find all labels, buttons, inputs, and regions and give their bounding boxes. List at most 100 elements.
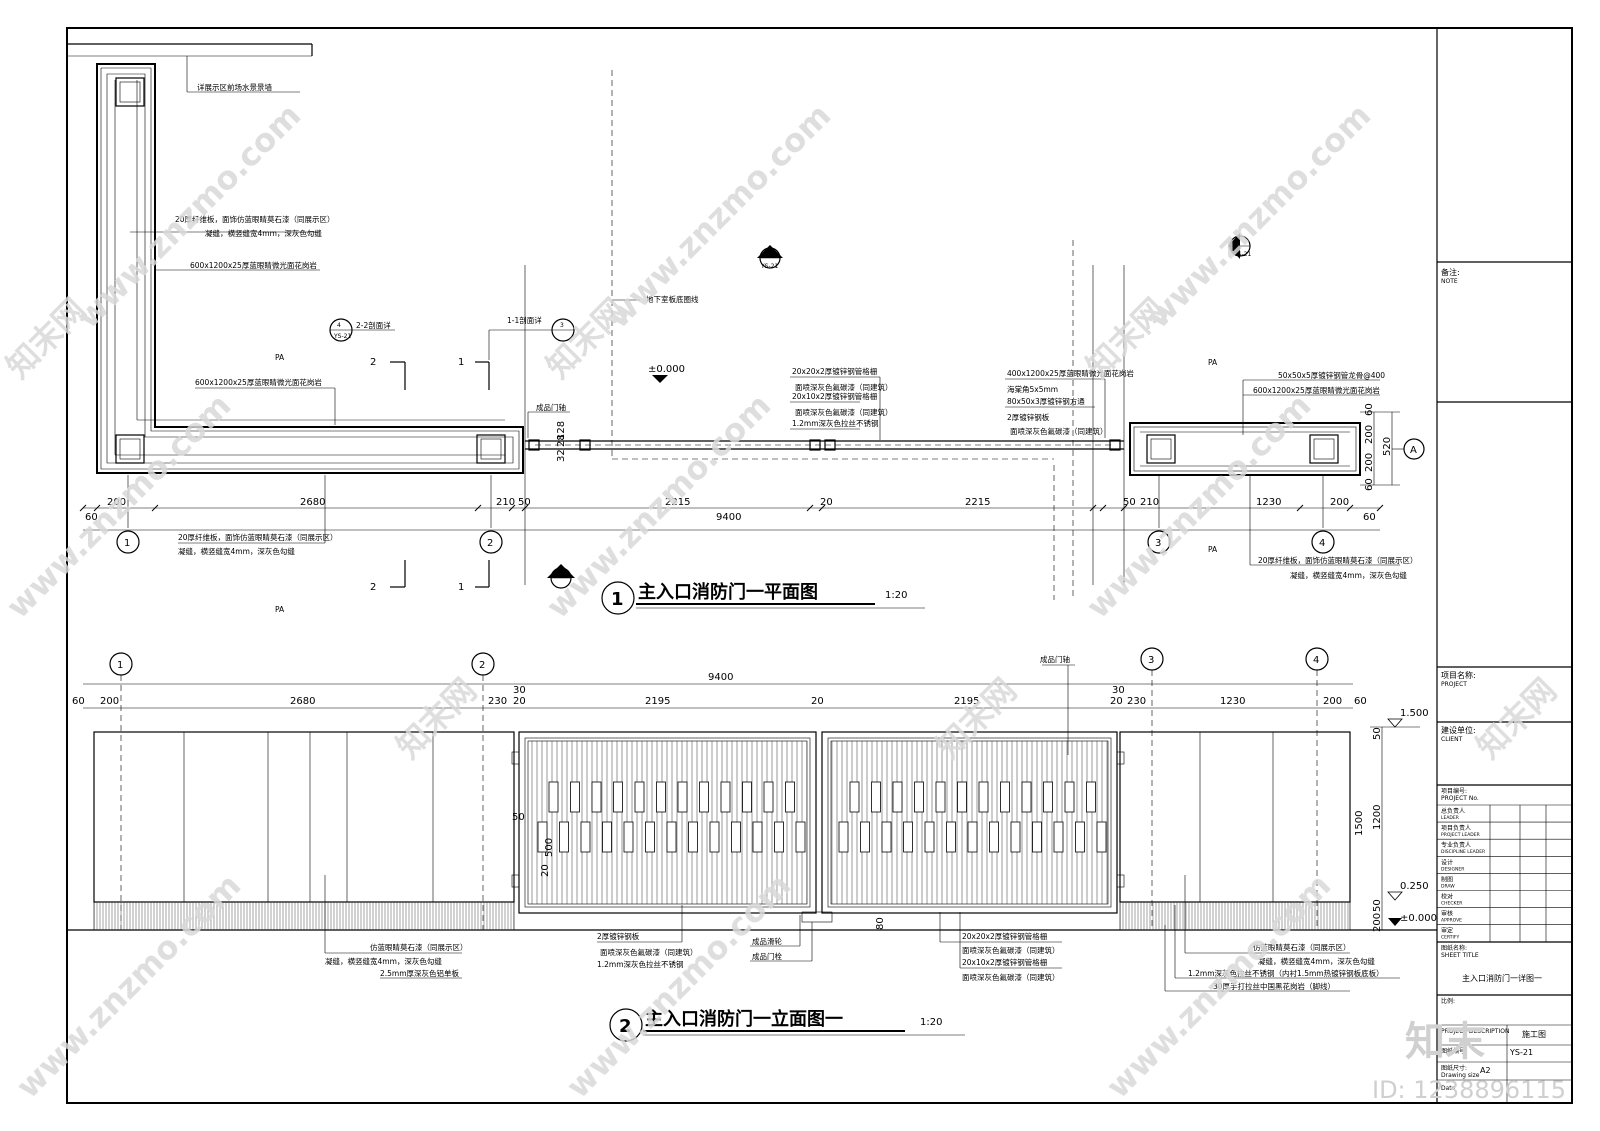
elev-dim-8: 2195	[954, 696, 979, 707]
wm-site-4: www.znzmo.com	[0, 386, 238, 625]
elev-rdim-2: 50	[1372, 899, 1383, 912]
elev-dim-14: 60	[1354, 696, 1367, 707]
plan-basement-label: 地下室板底圈线	[646, 294, 699, 304]
plan-axis-1: 1	[124, 538, 130, 549]
gate-panel-block	[570, 781, 580, 813]
tb-row-cn: 设计	[1441, 858, 1453, 866]
plan-note-1: 20厚纤维板，面饰仿蓝眼睛莫石漆（同展示区）	[175, 214, 335, 224]
elev-mid-note-4: 成品滑轮	[752, 936, 782, 946]
section-22-label: 2-2剖面详	[356, 320, 391, 330]
gate-panel-block	[1043, 781, 1053, 813]
elev-rdim-3: 200	[1372, 913, 1383, 932]
gate-panel-block	[914, 781, 924, 813]
gate-panel-block	[785, 781, 795, 813]
tb-date: Date	[1441, 1085, 1456, 1092]
plan-dim-9: 210	[1140, 497, 1159, 508]
plan-pa-3: PA	[1208, 545, 1218, 554]
tb-row-cn: 制图	[1441, 875, 1453, 883]
dim-tick	[806, 504, 814, 512]
gate-panel-block	[1075, 821, 1085, 853]
dim-tick	[151, 504, 159, 512]
plan-pa-2: PA	[1208, 358, 1218, 367]
plan-rr-note-2: 600x1200x25厚蓝眼睛微光面花岗岩	[1253, 385, 1380, 395]
plan-dim-10: 1230	[1256, 497, 1281, 508]
tb-sheet-no-label: 图纸编号:	[1441, 1047, 1467, 1055]
elev-dim-11: 230	[1127, 696, 1146, 707]
gate-panel-block	[688, 821, 698, 853]
plan-bottom-note-2b: 凝缝，横竖缝宽4mm，深灰色勾缝	[1290, 570, 1407, 580]
elev-right-note-3: 1.2mm深灰色拉丝不锈钢（内衬1.5mm热镀锌钢板底板）	[1188, 968, 1384, 978]
plan-gate-note-1: 20x20x2厚镀锌钢管格栅	[792, 366, 878, 376]
tb-row-cn: 总负责人	[1441, 807, 1465, 815]
ref-2-right: YS-21	[1233, 251, 1251, 258]
elev-level-1: 1.500	[1400, 708, 1429, 719]
tb-projno-en: PROJECT No.	[1441, 795, 1479, 802]
plan-gate-note-4: 面喷深灰色氟碳漆（同建筑）	[795, 407, 893, 417]
elev-dim-7: 20	[811, 696, 824, 707]
dim-tick	[1089, 504, 1097, 512]
plan-dim-5: 2215	[665, 497, 690, 508]
gate-panel-block	[634, 781, 645, 813]
plan-dim-0: 60	[85, 512, 98, 523]
gate-panel-block	[1000, 781, 1010, 813]
gate-panel-block	[677, 781, 688, 813]
gate-panel-block	[881, 821, 892, 853]
gate-panel-block	[752, 821, 763, 853]
gate-panel-block	[1021, 781, 1032, 813]
plan-right-note-1: 400x1200x25厚蓝眼睛微光面花岗岩	[1007, 368, 1134, 378]
elev-dim-12: 1230	[1220, 696, 1245, 707]
gate-panel-block	[978, 781, 989, 813]
tb-row-cn: 专业负责人	[1441, 841, 1471, 849]
section-mark-1-top: 1	[458, 357, 464, 368]
title-block: 备注: NOTE 项目名称: PROJECT 建设单位: CLIENT 项目编号…	[1437, 261, 1572, 1103]
plan-pa-1: PA	[275, 353, 285, 362]
elev-left-note-3: 2.5mm厚深灰色铝单板	[380, 968, 460, 978]
tb-row-cn: 项目负责人	[1441, 824, 1471, 832]
elev-right-note-2: 凝缝，横竖缝宽4mm，深灰色勾缝	[1258, 956, 1375, 966]
dim-tick	[1099, 504, 1107, 512]
plan-scale: 1:20	[885, 590, 907, 601]
plan-small-dim-1: 28	[556, 434, 567, 447]
gate-panel-block	[989, 821, 999, 853]
gate-panel-block	[838, 821, 849, 853]
tb-project-en: PROJECT	[1441, 681, 1467, 688]
elev-door-axis: 成品门轴	[1040, 654, 1070, 664]
gate-panel-block	[957, 781, 967, 813]
elev-dim-3: 230	[488, 696, 507, 707]
elev-dim-13: 200	[1323, 696, 1342, 707]
elev-mid-note-3: 1.2mm深灰色拉丝不锈钢	[597, 959, 684, 969]
elev-left-note-1: 仿蓝眼睛莫石漆（同展示区）	[370, 942, 468, 952]
elev-axis-3: 3	[1148, 655, 1154, 666]
plan-level: ±0.000	[648, 364, 685, 375]
dim-tick	[474, 504, 482, 512]
elev-rdim-1: 1200	[1372, 805, 1383, 830]
gate-panel-block	[1010, 821, 1021, 853]
plan-right-note-4: 2厚镀锌钢板	[1007, 412, 1050, 422]
plan-gate-note-3: 20x10x2厚镀锌钢管格栅	[792, 391, 878, 401]
gate-panel-block	[613, 781, 623, 813]
wm-cn-6: 知末网	[1469, 671, 1564, 766]
gate-panel-block	[645, 821, 655, 853]
plan-axis-2: 2	[487, 538, 493, 549]
gate-panel-block	[1086, 781, 1096, 813]
gate-panel-block	[1064, 781, 1075, 813]
gate-panel-block	[731, 821, 741, 853]
svg-text:4: 4	[337, 322, 341, 329]
elev-title: 主入口消防门一立面图一	[645, 1008, 843, 1030]
elevation-view: 1 2 3 4 9400 60 200 2680 230 30 20 2195 …	[67, 647, 1437, 1042]
section-mark-1-bottom: 1	[458, 582, 464, 593]
elev-axis-2: 2	[479, 660, 485, 671]
wm-site-2: www.znzmo.com	[599, 96, 838, 335]
wm-site-3: www.znzmo.com	[1139, 96, 1378, 335]
dim-tick	[508, 504, 516, 512]
dim-tick	[1296, 504, 1304, 512]
elev-dim-total: 9400	[708, 672, 733, 683]
elev-center-note-1: 20x20x2厚镀锌钢管格栅	[962, 931, 1048, 941]
elev-rdim-0: 50	[1372, 727, 1383, 740]
gate-panel-block	[967, 821, 978, 853]
tb-scale-cn: 比例:	[1441, 997, 1455, 1005]
tb-client-cn: 建设单位:	[1441, 725, 1476, 735]
tb-client-en: CLIENT	[1441, 736, 1463, 743]
plan-dim-6: 20	[820, 497, 833, 508]
plan-note-1b: 凝缝，横竖缝宽4mm，深灰色勾缝	[205, 228, 322, 238]
